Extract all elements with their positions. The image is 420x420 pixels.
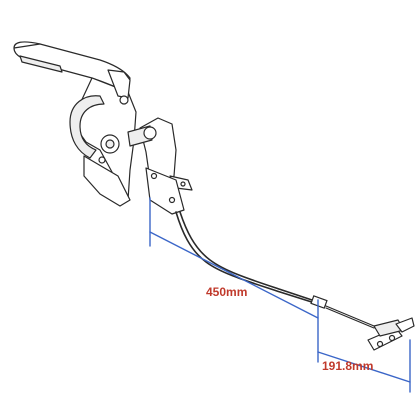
cable-ferrule xyxy=(310,295,328,309)
cable-outer-upper xyxy=(175,211,319,305)
dim-450-line xyxy=(149,231,319,319)
lever-top-arm xyxy=(107,69,131,99)
cable-end-fitting xyxy=(367,317,415,351)
lever-grip xyxy=(19,55,63,73)
dim-191-line xyxy=(317,351,411,383)
bracket-hole-2 xyxy=(168,196,176,204)
dimension-lines xyxy=(149,197,411,393)
cable-bracket xyxy=(145,167,185,215)
dimension-label-191: 191.8mm xyxy=(322,359,373,373)
brake-cable xyxy=(175,211,375,329)
handbrake-lever-assembly xyxy=(13,41,193,215)
lever-handle xyxy=(13,41,131,93)
cable-outer-lower xyxy=(179,211,319,303)
shaft-end xyxy=(143,126,157,140)
mounting-base xyxy=(83,155,131,207)
ratchet-sector xyxy=(69,95,105,159)
bracket-hole xyxy=(150,172,158,180)
end-tab xyxy=(395,317,415,333)
lower-bolt xyxy=(98,156,106,164)
upper-bolt xyxy=(119,95,129,105)
end-bolt xyxy=(376,340,384,348)
tab-hole xyxy=(180,181,186,187)
lever-grip-edge xyxy=(13,43,41,49)
cable-inner-wire-2 xyxy=(325,307,375,329)
cable-inner-wire xyxy=(325,305,375,327)
end-bolt-2 xyxy=(388,334,396,342)
dimension-label-450: 450mm xyxy=(206,285,247,299)
pivot-bolt-inner xyxy=(105,139,115,149)
